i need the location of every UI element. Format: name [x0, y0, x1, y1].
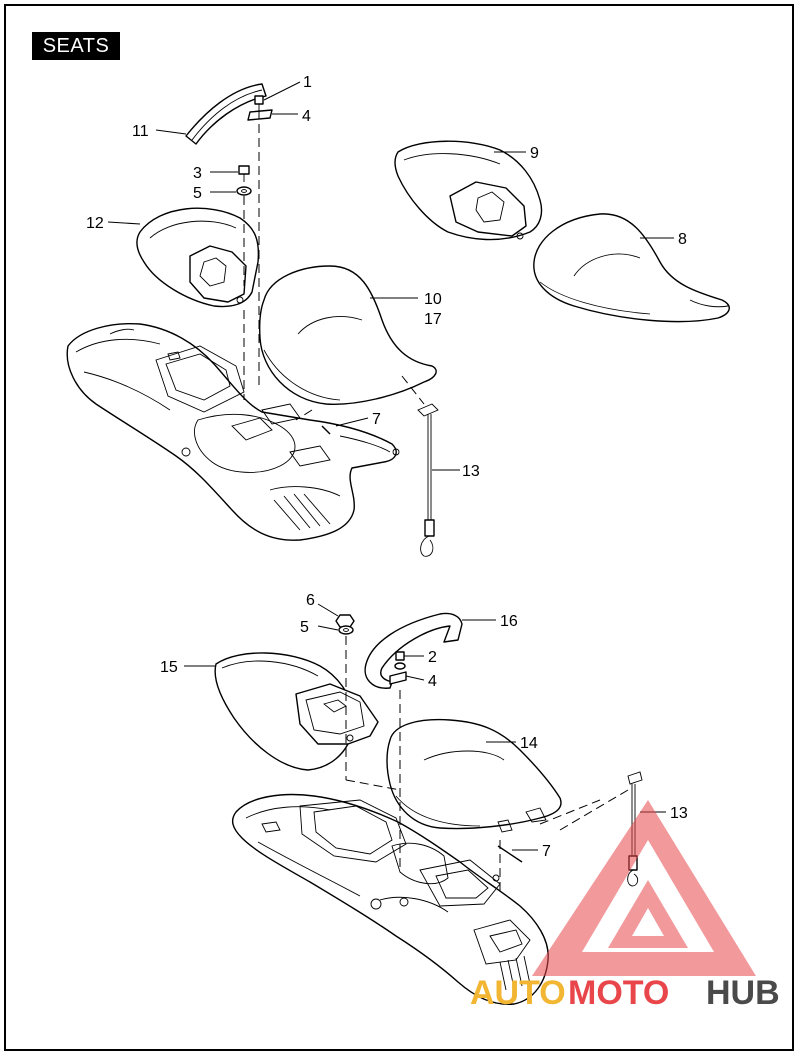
grab-strap-11 — [185, 83, 267, 145]
screw-2 — [395, 651, 405, 661]
bracket-plate-4-lower — [389, 662, 407, 685]
rider-seat-8 — [533, 213, 730, 323]
watermark-auto: AUTO — [470, 974, 566, 1012]
rider-seat-14 — [386, 718, 562, 833]
callout-13-lower: 13 — [670, 805, 688, 822]
solo-seat-10-17 — [258, 265, 437, 405]
callout-5-lower: 5 — [300, 619, 309, 636]
washer-5 — [236, 186, 252, 196]
alignment-lines-upper — [243, 110, 425, 421]
rear-fender-frame-upper — [66, 322, 400, 541]
callout-10: 10 — [424, 291, 442, 308]
callout-6: 6 — [306, 592, 315, 609]
callout-4: 4 — [302, 108, 311, 125]
screw-1 — [254, 95, 264, 110]
rear-fender-frame-lower — [231, 793, 549, 1005]
callout-2: 2 — [428, 649, 437, 666]
callout-17: 17 — [424, 311, 442, 328]
callout-7: 7 — [372, 411, 381, 428]
watermark-hub: HUB — [706, 974, 780, 1012]
callout-11: 11 — [132, 123, 149, 140]
callout-14: 14 — [520, 735, 538, 752]
callout-4-lower: 4 — [428, 673, 437, 690]
callout-16: 16 — [500, 613, 518, 630]
passenger-pillion-9 — [394, 140, 543, 241]
passenger-pillion-15 — [214, 652, 379, 771]
callout-1: 1 — [303, 74, 312, 91]
pin-7-upper — [321, 425, 331, 435]
pin-7-lower — [497, 845, 523, 863]
alignment-lines-lower — [345, 636, 629, 892]
passenger-pillion-12 — [136, 207, 260, 308]
callout-8: 8 — [678, 231, 687, 248]
callout-13: 13 — [462, 463, 480, 480]
callout-7-lower: 7 — [542, 843, 551, 860]
callout-15: 15 — [160, 659, 178, 676]
bracket-plate-4 — [247, 109, 273, 121]
callout-labels: 1 4 11 3 5 12 9 8 10 17 7 13 6 5 16 2 4 … — [86, 74, 688, 860]
callout-12: 12 — [86, 215, 104, 232]
grab-strap-16 — [364, 612, 463, 689]
washer-5-lower — [338, 625, 354, 635]
seat-strap-cable-13-upper — [417, 403, 439, 557]
page-border — [4, 4, 794, 1051]
watermark-moto: MOTO — [568, 974, 669, 1012]
section-title: SEATS — [32, 32, 120, 60]
nut-6 — [335, 614, 355, 628]
callout-5: 5 — [193, 185, 202, 202]
callout-3: 3 — [193, 165, 202, 182]
automotohub-watermark: AUTO MOTO HUB — [470, 800, 780, 1012]
callout-9: 9 — [530, 145, 539, 162]
screw-3 — [238, 165, 250, 182]
